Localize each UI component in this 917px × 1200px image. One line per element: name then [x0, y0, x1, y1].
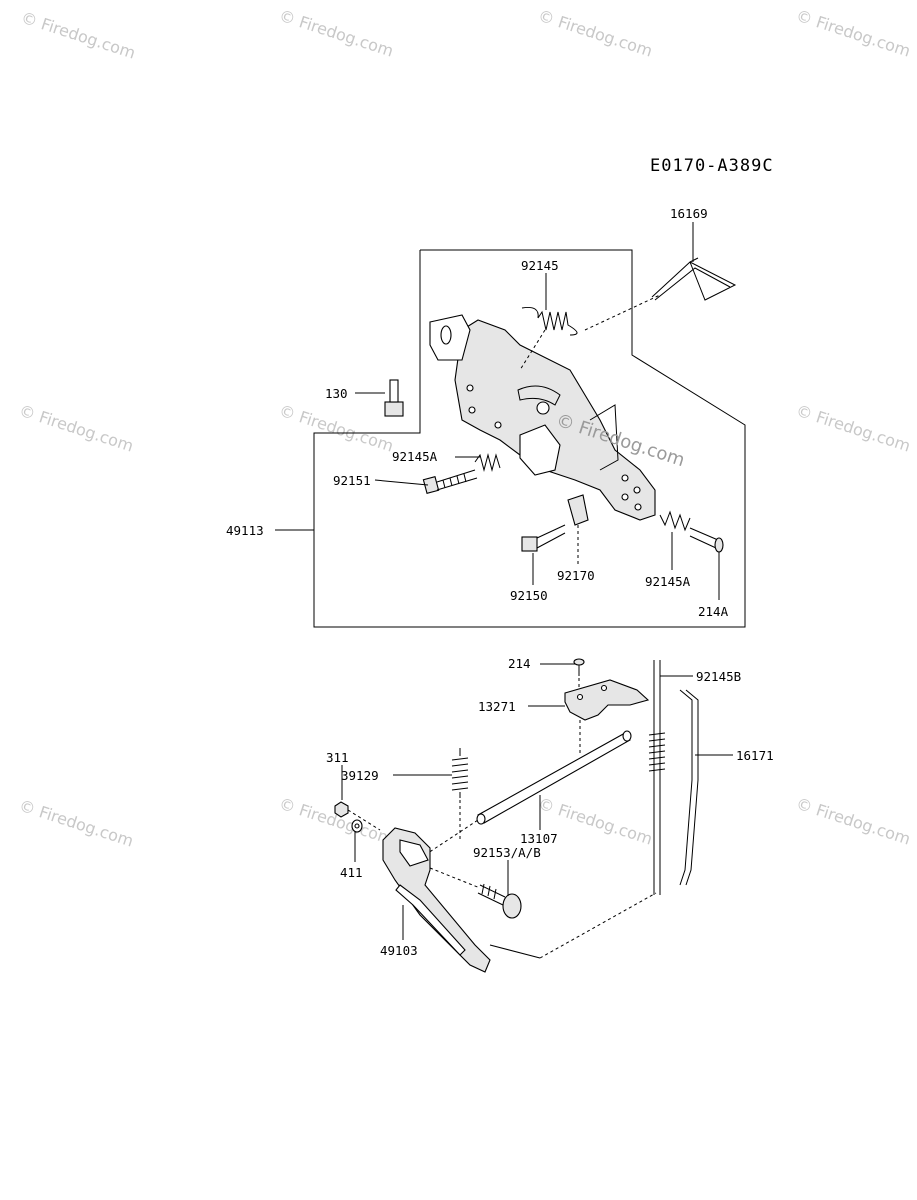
plate-cutout	[517, 385, 561, 406]
callout-411: 411	[340, 865, 363, 880]
callout-92153: 92153/A/B	[473, 845, 541, 860]
callout-92151: 92151	[333, 473, 371, 488]
callout-92170: 92170	[557, 568, 595, 583]
spring-39129	[451, 748, 469, 798]
lever-49103-boss	[399, 839, 429, 867]
screw-92151-shank	[436, 469, 478, 491]
watermark-text: © Firedog.com	[277, 794, 396, 849]
bracket-hole	[576, 693, 584, 701]
leader-dash	[584, 294, 661, 331]
bracket-hole	[600, 684, 608, 692]
watermark-text: © Firedog.com	[277, 401, 396, 456]
shaft-end	[622, 730, 632, 742]
leader-dash	[424, 819, 479, 856]
throttle-lever	[519, 424, 561, 476]
callout-16169: 16169	[670, 206, 708, 221]
callout-92145a: 92145A	[392, 449, 438, 464]
callout-16171: 16171	[736, 748, 774, 763]
watermark-text: © Firedog.com	[19, 8, 138, 63]
callout-130: 130	[325, 386, 348, 401]
watermark-text: © Firedog.com	[794, 401, 913, 456]
callout-214: 214	[508, 656, 531, 671]
watermark-layer: © Firedog.com © Firedog.com © Firedog.co…	[17, 6, 913, 851]
callout-214a: 214A	[698, 604, 729, 619]
wire-16169	[651, 257, 737, 301]
watermark-text: © Firedog.com	[536, 6, 655, 61]
plate-hole	[466, 384, 474, 392]
bolt-130-head	[384, 401, 404, 417]
spring-92145a-top	[474, 453, 501, 472]
plate-slot	[440, 325, 452, 345]
watermark-text: © Firedog.com	[17, 401, 136, 456]
pivot-boss	[536, 401, 550, 415]
spring-92145	[521, 307, 578, 336]
bolt-92150-head	[521, 536, 538, 552]
callout-49113: 49113	[226, 523, 264, 538]
watermark-text: © Firedog.com	[277, 6, 396, 61]
spring-92145a-bottom	[659, 510, 691, 532]
callout-39129: 39129	[341, 768, 379, 783]
callout-92145: 92145	[521, 258, 559, 273]
choke-link	[589, 404, 619, 471]
plate-hole	[468, 406, 476, 414]
clip-92170	[567, 494, 589, 526]
rod-92145b	[653, 660, 661, 895]
rod-92145b-spring	[648, 732, 666, 772]
nut-311	[334, 801, 349, 818]
lever-49103-slot	[395, 884, 466, 956]
leader	[489, 944, 541, 959]
screw-92151-head	[422, 476, 440, 494]
callout-13107: 13107	[520, 831, 558, 846]
screw-214a-shank	[689, 527, 719, 549]
bolt-130-shank	[389, 379, 399, 403]
diagram-code: E0170-A389C	[650, 156, 774, 176]
callout-92150: 92150	[510, 588, 548, 603]
bracket-13271	[564, 679, 650, 721]
callout-49103: 49103	[380, 943, 418, 958]
plate-hole	[494, 421, 502, 429]
bolt-92150-shank	[536, 524, 566, 549]
leader-dash	[519, 329, 546, 371]
washer-411-hole	[354, 823, 360, 829]
callout-92145b: 92145B	[696, 669, 741, 684]
leader-dash	[429, 867, 481, 889]
control-plate	[454, 319, 656, 521]
shaft-end	[476, 813, 486, 825]
bolt-92153-shank	[477, 883, 506, 906]
wire-16169-edge	[654, 267, 731, 301]
callout-13271: 13271	[478, 699, 516, 714]
callout-311: 311	[326, 750, 349, 765]
lower-assembly	[334, 658, 733, 973]
assembly-bracket-49113	[313, 249, 746, 628]
plate-hole	[621, 474, 629, 482]
plate-hole	[634, 503, 642, 511]
watermark-text: © Firedog.com	[794, 794, 913, 849]
screw-214-head	[573, 658, 585, 666]
leader-dash	[539, 892, 657, 959]
leader	[374, 479, 429, 486]
rod-16171	[679, 689, 699, 886]
watermark-text: © Firedog.com	[794, 6, 913, 61]
bolt-92153-head	[502, 893, 522, 919]
plate-hole	[621, 493, 629, 501]
screw-214a-head	[714, 537, 724, 553]
callout-92145a: 92145A	[645, 574, 691, 589]
plate-hole	[633, 486, 641, 494]
leader-dash	[347, 809, 381, 831]
watermark-text: © Firedog.com	[17, 796, 136, 851]
